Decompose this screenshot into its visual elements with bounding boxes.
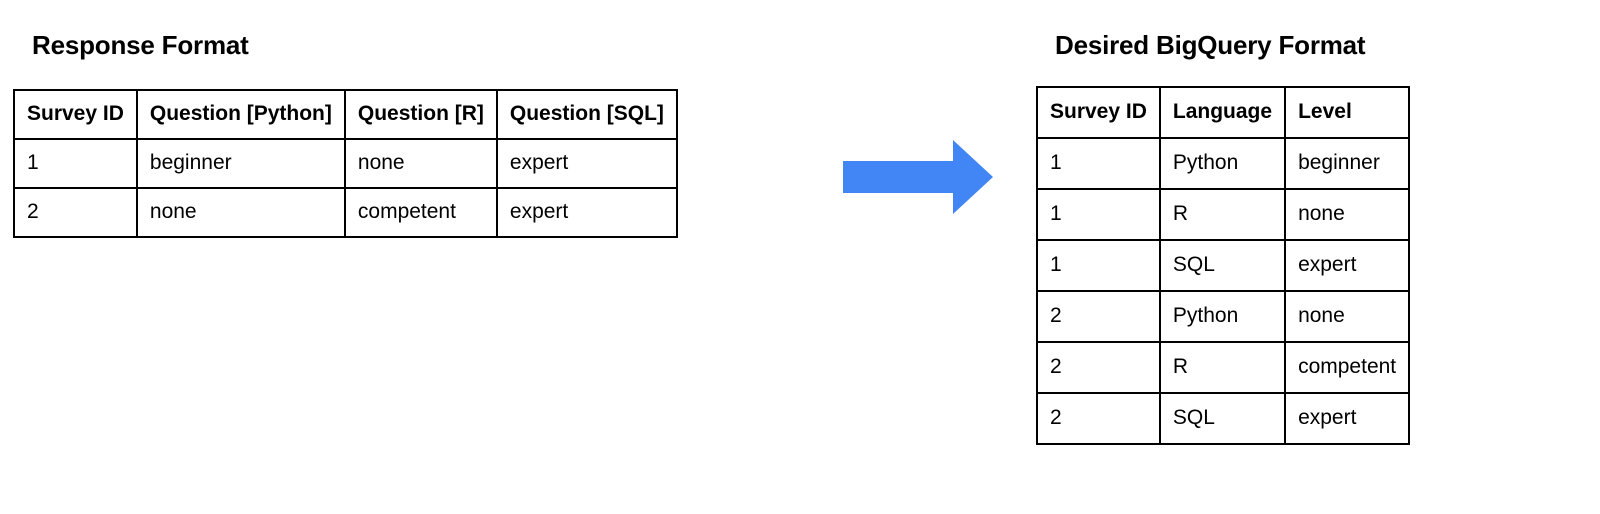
table-row: 2 R competent bbox=[1036, 341, 1411, 394]
table-header-row: Survey ID Language Level bbox=[1036, 86, 1411, 139]
column-header-level: Level bbox=[1284, 86, 1411, 139]
right-arrow-icon bbox=[843, 140, 993, 214]
cell-question-sql: expert bbox=[495, 138, 678, 189]
column-header-question-python: Question [Python] bbox=[135, 89, 346, 140]
table-row: 2 Python none bbox=[1036, 290, 1411, 343]
cell-level: competent bbox=[1284, 341, 1411, 394]
table-row: 1 SQL expert bbox=[1036, 239, 1411, 292]
cell-question-sql: expert bbox=[495, 187, 678, 238]
column-header-question-sql: Question [SQL] bbox=[495, 89, 678, 140]
column-header-question-r: Question [R] bbox=[343, 89, 498, 140]
cell-level: expert bbox=[1284, 392, 1411, 445]
cell-survey-id: 2 bbox=[1036, 290, 1161, 343]
cell-question-python: beginner bbox=[135, 138, 346, 189]
table-header-row: Survey ID Question [Python] Question [R]… bbox=[13, 89, 678, 140]
table-row: 1 Python beginner bbox=[1036, 137, 1411, 190]
cell-question-r: competent bbox=[343, 187, 498, 238]
table-row: 1 beginner none expert bbox=[13, 138, 678, 189]
response-format-table: Survey ID Question [Python] Question [R]… bbox=[13, 89, 678, 238]
bigquery-format-table: Survey ID Language Level 1 Python beginn… bbox=[1036, 86, 1411, 445]
cell-language: SQL bbox=[1158, 239, 1287, 292]
cell-language: SQL bbox=[1158, 392, 1287, 445]
cell-level: beginner bbox=[1284, 137, 1411, 190]
table-row: 2 SQL expert bbox=[1036, 392, 1411, 445]
cell-language: Python bbox=[1158, 290, 1287, 343]
cell-survey-id: 1 bbox=[13, 138, 138, 189]
cell-survey-id: 2 bbox=[1036, 392, 1161, 445]
cell-survey-id: 1 bbox=[1036, 188, 1161, 241]
column-header-language: Language bbox=[1158, 86, 1287, 139]
cell-language: R bbox=[1158, 188, 1287, 241]
response-format-title: Response Format bbox=[32, 30, 249, 60]
cell-question-python: none bbox=[135, 187, 346, 238]
cell-language: Python bbox=[1158, 137, 1287, 190]
cell-language: R bbox=[1158, 341, 1287, 394]
cell-survey-id: 1 bbox=[1036, 137, 1161, 190]
bigquery-format-title: Desired BigQuery Format bbox=[1055, 30, 1366, 60]
cell-survey-id: 2 bbox=[13, 187, 138, 238]
cell-level: none bbox=[1284, 188, 1411, 241]
cell-question-r: none bbox=[343, 138, 498, 189]
cell-level: none bbox=[1284, 290, 1411, 343]
column-header-survey-id: Survey ID bbox=[1036, 86, 1161, 139]
cell-survey-id: 1 bbox=[1036, 239, 1161, 292]
table-row: 2 none competent expert bbox=[13, 187, 678, 238]
table-row: 1 R none bbox=[1036, 188, 1411, 241]
column-header-survey-id: Survey ID bbox=[13, 89, 138, 140]
cell-level: expert bbox=[1284, 239, 1411, 292]
cell-survey-id: 2 bbox=[1036, 341, 1161, 394]
